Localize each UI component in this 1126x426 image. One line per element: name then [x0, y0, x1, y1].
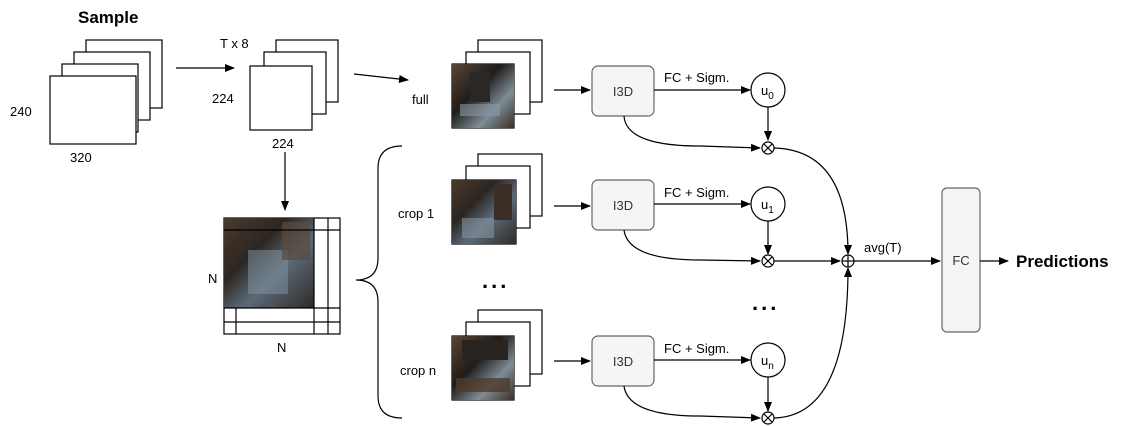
resized-width-label: 224 — [272, 136, 294, 151]
grid-n-vertical-label: N — [208, 271, 217, 286]
skip-full-to-mult — [623, 115, 761, 152]
crop-1-label: crop 1 — [398, 206, 434, 221]
fc-sigm-label-0: FC + Sigm. — [664, 70, 729, 85]
crops-ellipsis-left: ... — [482, 268, 509, 293]
fc-sigm-label-n: FC + Sigm. — [664, 341, 729, 356]
resized-height-label: 224 — [212, 91, 234, 106]
sum-node — [841, 254, 855, 268]
final-fc-box — [941, 187, 981, 333]
sample-height-label: 240 — [10, 104, 32, 119]
un-label: un — [761, 353, 774, 372]
crop-n-label: crop n — [400, 363, 436, 378]
sample-frame-stack — [49, 39, 163, 145]
multiply-node-n — [761, 411, 775, 425]
full-label: full — [412, 92, 429, 107]
u0-label: u0 — [761, 83, 774, 102]
predictions-label: Predictions — [1016, 252, 1109, 271]
i3d-box-crop1 — [591, 179, 655, 231]
i3d-label-full: I3D — [613, 84, 633, 99]
final-fc-label: FC — [952, 253, 969, 268]
i3d-box-cropn — [591, 335, 655, 387]
curve-mult0-to-sum — [773, 147, 852, 255]
multiply-node-0 — [761, 141, 775, 155]
crops-brace — [355, 145, 403, 419]
temporal-length-label: T x 8 — [220, 36, 249, 51]
i3d-label-crop1: I3D — [613, 198, 633, 213]
resized-frame-stack — [249, 39, 339, 131]
u1-label: u1 — [761, 197, 774, 216]
multiply-node-1 — [761, 254, 775, 268]
sample-width-label: 320 — [70, 150, 92, 165]
crops-ellipsis-right: ... — [752, 290, 779, 315]
arrow-resize-to-full — [353, 73, 409, 83]
skip-crop1-to-mult — [623, 229, 761, 265]
crop-grid — [223, 217, 341, 335]
full-clip-stack — [451, 39, 543, 129]
avg-t-label: avg(T) — [864, 240, 902, 255]
i3d-label-cropn: I3D — [613, 354, 633, 369]
i3d-box-full — [591, 65, 655, 117]
sample-title: Sample — [78, 8, 138, 27]
curve-multn-to-sum — [773, 267, 852, 419]
skip-cropn-to-mult — [623, 385, 761, 422]
fc-sigm-label-1: FC + Sigm. — [664, 185, 729, 200]
cropn-clip-stack — [451, 309, 543, 401]
crop1-clip-stack — [451, 153, 543, 245]
grid-n-horizontal-label: N — [277, 340, 286, 355]
